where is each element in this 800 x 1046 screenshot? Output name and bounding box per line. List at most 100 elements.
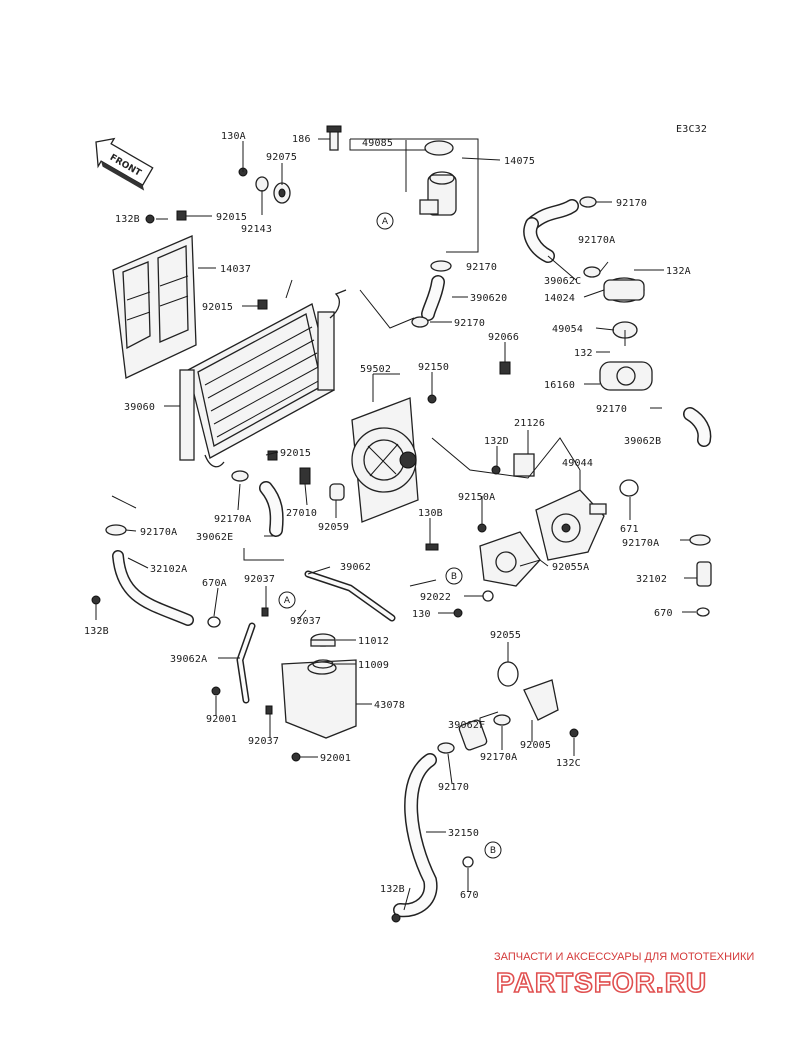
part-label: 132C	[556, 758, 581, 769]
temp-sensor-27010-icon	[299, 467, 311, 485]
part-label: 32102A	[150, 564, 187, 575]
part-label: 670A	[202, 578, 227, 589]
part-label: 39062B	[624, 436, 661, 447]
pipe-32150-part	[393, 753, 438, 918]
part-label: 39062	[340, 562, 371, 573]
part-label: 39062E	[196, 532, 233, 543]
part-label: 186	[292, 134, 311, 145]
sensor-92066-icon	[499, 361, 511, 375]
radiator-screen-part	[112, 235, 197, 379]
nut-92015-icon	[176, 210, 187, 221]
collar-92143-icon	[255, 176, 269, 192]
bracket-21126-part	[513, 453, 535, 477]
part-label: 132D	[484, 436, 509, 447]
collar-92059-icon	[329, 483, 345, 501]
clamp-92170-icon	[579, 196, 597, 208]
clamp-92170c-icon	[411, 316, 429, 328]
svg-text:B: B	[451, 572, 457, 582]
part-label: 49054	[552, 324, 583, 335]
pipe-32102-part	[696, 561, 712, 587]
grommet-92075-icon	[273, 182, 291, 204]
part-label: 49044	[562, 458, 593, 469]
part-label: 92005	[520, 740, 551, 751]
oring-670-icon	[696, 607, 710, 617]
part-label: 92037	[248, 736, 279, 747]
svg-text:A: A	[382, 217, 389, 227]
part-label: 92015	[280, 448, 311, 459]
hose-39062a-part	[236, 622, 256, 704]
water-pump-part	[535, 489, 607, 561]
oring-92055-icon	[497, 661, 519, 687]
oring-670-lower-icon	[462, 856, 474, 868]
hose-390620-part	[421, 275, 445, 321]
bolt-130-icon	[453, 608, 463, 618]
nut-92015c-icon	[267, 450, 278, 461]
clamp-92170a-rad-icon	[231, 470, 249, 482]
watermark: ЗАПЧАСТИ И АКСЕССУАРЫ ДЛЯ МОТОТЕХНИКИ PA…	[494, 951, 754, 999]
part-label: 132B	[84, 626, 109, 637]
clamp-92170-lower-icon	[437, 742, 455, 754]
bolt-130b-icon	[425, 543, 439, 551]
oring-670a-icon	[207, 616, 221, 628]
nut-92015b-icon	[257, 299, 268, 310]
part-label: 92170A	[578, 235, 615, 246]
hose-39062b-part	[683, 407, 712, 447]
part-label: 32150	[448, 828, 479, 839]
part-label: 92015	[202, 302, 233, 313]
part-label: 92075	[266, 152, 297, 163]
part-label: 92170A	[140, 527, 177, 538]
part-label: 92170A	[622, 538, 659, 549]
part-label: 92015	[216, 212, 247, 223]
part-label: 671	[620, 524, 639, 535]
pipe-32102a-part	[112, 550, 194, 626]
part-label: 14037	[220, 264, 251, 275]
part-label: 39062F	[448, 720, 485, 731]
clamp-92170a-pump-icon	[493, 714, 511, 726]
part-label: 130	[412, 609, 431, 620]
part-label: 39062C	[544, 276, 581, 287]
bolt-92001-icon	[211, 686, 221, 696]
hose-39062f-part	[458, 719, 488, 751]
oring-671-icon	[619, 479, 639, 497]
part-label: 92170	[454, 318, 485, 329]
part-label: 92055A	[552, 562, 589, 573]
part-label: 39062A	[170, 654, 207, 665]
part-label: 670	[460, 890, 479, 901]
clamp-92170a-icon	[583, 266, 601, 278]
part-label: 92066	[488, 332, 519, 343]
front-arrow-icon: FRONT	[95, 137, 154, 191]
part-label: 132	[574, 348, 593, 359]
part-label: 130A	[221, 131, 246, 142]
part-label: 92037	[290, 616, 321, 627]
svg-text:B: B	[490, 846, 496, 856]
bolt-92150a-icon	[477, 523, 487, 533]
callout-a-lower: A	[278, 591, 296, 609]
clamp-92170a-left-icon	[105, 524, 127, 536]
part-label: 92022	[420, 592, 451, 603]
part-label: 11009	[358, 660, 389, 671]
part-label: 92059	[318, 522, 349, 533]
radiator-part	[179, 289, 347, 468]
callout-b-lower: B	[484, 841, 502, 859]
clip-92037b-icon	[265, 705, 273, 715]
thermostat-base-part	[599, 361, 653, 391]
elbow-92005-part	[523, 679, 559, 721]
diagram-code: E3C32	[676, 124, 707, 135]
part-label: 130B	[418, 508, 443, 519]
filler-neck-part	[419, 140, 457, 272]
part-label: 92001	[320, 753, 351, 764]
part-label: 49085	[362, 138, 393, 149]
clamp-92170a-right-icon	[689, 534, 711, 546]
part-label: 92170	[616, 198, 647, 209]
clip-92037-icon	[261, 607, 269, 617]
part-label: 390620	[470, 293, 507, 304]
part-label: 132B	[380, 884, 405, 895]
part-label: 92170	[466, 262, 497, 273]
part-label: 21126	[514, 418, 545, 429]
part-label: 92037	[244, 574, 275, 585]
leader-lines	[95, 138, 697, 911]
bolt-186-icon	[326, 125, 342, 151]
thermostat-part	[612, 321, 638, 346]
hose-39062e-part	[259, 481, 284, 537]
